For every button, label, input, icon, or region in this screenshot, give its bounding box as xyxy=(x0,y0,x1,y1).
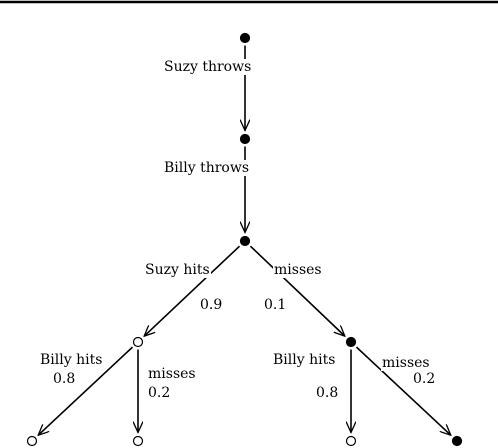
edge-prob-right-billy-hits: 0.8 xyxy=(315,385,340,401)
edge-label-left-billy-hits: Billy hits xyxy=(39,352,104,368)
edge-prob-left-billy-hits: 0.8 xyxy=(52,371,77,387)
node-leaf-misses-billy-hits xyxy=(345,435,357,447)
edge-after-billy-throws-to-suzy-misses xyxy=(249,245,344,336)
node-leaf-misses-billy-misses xyxy=(451,435,463,447)
edge-prob-suzy-hits: 0.9 xyxy=(199,297,224,313)
edge-prob-left-billy-misses: 0.2 xyxy=(147,385,172,401)
edge-suzy-hits-to-leaf-hits-billy-hits xyxy=(38,346,134,435)
edge-label-suzy-hits: Suzy hits xyxy=(144,262,211,278)
node-after-suzy-throws xyxy=(239,133,251,145)
node-suzy-hits xyxy=(132,336,144,348)
edge-prob-right-billy-misses: 0.2 xyxy=(412,371,437,387)
node-root xyxy=(239,32,251,44)
edge-label-suzy-throws: Suzy throws xyxy=(163,59,253,75)
node-suzy-misses xyxy=(345,336,357,348)
edge-suzy-misses-to-leaf-misses-billy-misses xyxy=(355,346,450,435)
edge-after-billy-throws-to-suzy-hits xyxy=(144,245,241,336)
edge-label-billy-throws: Billy throws xyxy=(163,160,251,176)
edge-label-right-billy-misses: misses xyxy=(381,355,431,371)
node-leaf-hits-billy-misses xyxy=(132,435,144,447)
edge-label-left-billy-misses: misses xyxy=(147,366,197,382)
edge-prob-suzy-misses: 0.1 xyxy=(263,297,288,313)
node-leaf-hits-billy-hits xyxy=(26,435,38,447)
node-after-billy-throws xyxy=(239,235,251,247)
edge-label-suzy-misses: misses xyxy=(273,262,323,278)
edge-label-right-billy-hits: Billy hits xyxy=(272,352,337,368)
